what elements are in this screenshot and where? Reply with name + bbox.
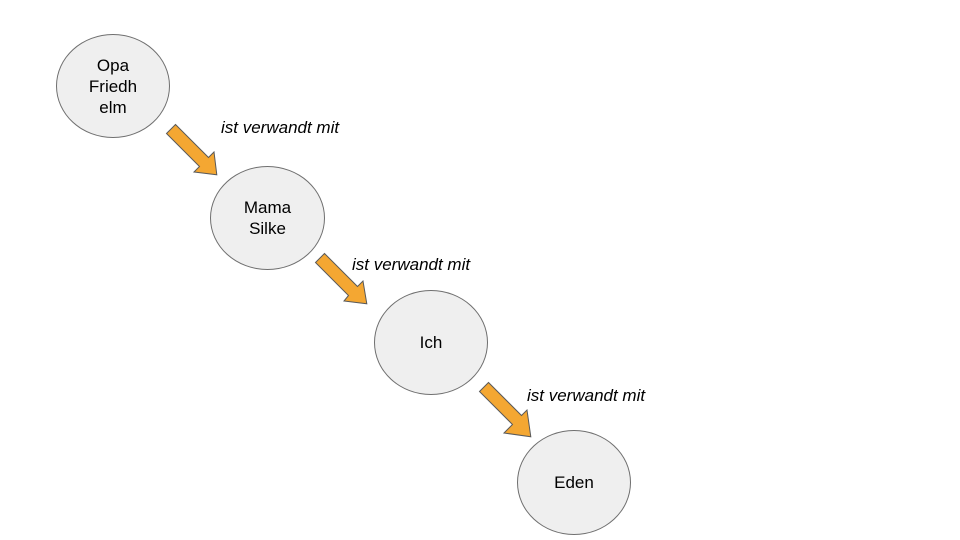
node-label: Opa Friedh elm	[88, 55, 138, 117]
node-ich: Ich	[374, 290, 488, 395]
arrow-mama-to-ich	[314, 252, 368, 305]
node-label: Eden	[554, 473, 594, 492]
node-opa-friedhelm: Opa Friedh elm	[56, 34, 170, 138]
arrow-opa-to-mama	[165, 123, 218, 176]
node-eden: Eden	[517, 430, 631, 535]
node-label: Ich	[419, 333, 443, 352]
node-mama-silke: Mama Silke	[210, 166, 325, 270]
arrow-ich-to-eden	[478, 381, 532, 438]
edge-label-opa-mama: ist verwandt mit	[221, 118, 340, 137]
node-label: Mama Silke	[243, 198, 292, 238]
edge-label-ich-eden: ist verwandt mit	[527, 386, 646, 405]
edge-label-mama-ich: ist verwandt mit	[352, 255, 471, 274]
